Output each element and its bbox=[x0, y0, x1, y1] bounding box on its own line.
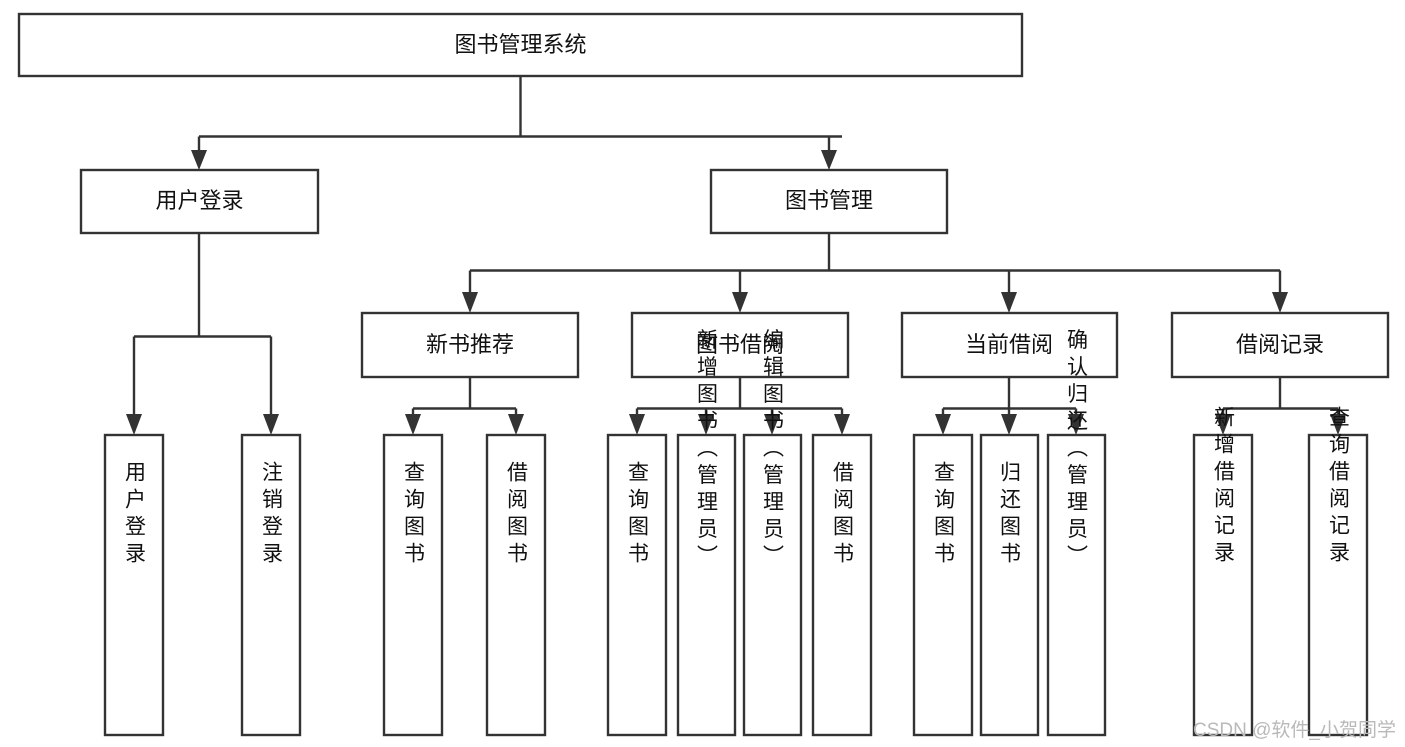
leaf-book-borrow-borrow-label: 借阅图书 bbox=[831, 461, 855, 569]
leaf-current-borrow-return-box[interactable] bbox=[979, 433, 1040, 737]
node-book-borrow-label: 图书借阅 bbox=[696, 332, 784, 357]
arrow-head-book-borrow bbox=[732, 292, 748, 313]
leaf-current-borrow-confirm-label: 确认归还（管理员） bbox=[1065, 329, 1089, 572]
arrow-head-current-borrow-leaf2 bbox=[1001, 414, 1017, 435]
arrow-head-current-borrow-leaf1 bbox=[935, 414, 951, 435]
leaf-book-borrow-edit-box[interactable] bbox=[742, 433, 803, 737]
leaf-user-login-logout-label: 注销登录 bbox=[260, 461, 284, 569]
leaf-borrow-record-query[interactable]: 查询借阅记录 bbox=[1307, 406, 1369, 737]
node-book-manage[interactable]: 图书管理 bbox=[709, 168, 949, 235]
node-borrow-record-label: 借阅记录 bbox=[1236, 332, 1324, 357]
node-new-book-recommend[interactable]: 新书推荐 bbox=[360, 311, 580, 379]
node-root-system-box[interactable] bbox=[17, 12, 1024, 78]
node-borrow-record[interactable]: 借阅记录 bbox=[1170, 311, 1390, 379]
arrow-head-user-login-leaf2 bbox=[263, 414, 279, 435]
arrow-head-book-borrow-leaf4 bbox=[834, 414, 850, 435]
arrow-head-new-book-leaf1 bbox=[405, 414, 421, 435]
leaf-current-borrow-return-label: 归还图书 bbox=[998, 461, 1022, 569]
leaf-book-borrow-query-box[interactable] bbox=[606, 433, 668, 737]
node-current-borrow-label: 当前借阅 bbox=[965, 332, 1053, 357]
arrow-head-current-borrow bbox=[1001, 292, 1017, 313]
leaf-current-borrow-return[interactable]: 归还图书 bbox=[979, 433, 1040, 737]
leaf-book-borrow-edit[interactable]: 编辑图书（管理员） bbox=[742, 329, 803, 737]
leaf-borrow-record-add[interactable]: 新增借阅记录 bbox=[1192, 406, 1254, 737]
leaf-current-borrow-query-label: 查询图书 bbox=[932, 461, 956, 569]
node-root-system[interactable]: 图书管理系统 bbox=[17, 12, 1024, 78]
arrow-head-borrow-record-leaf2 bbox=[1330, 414, 1346, 435]
leaf-new-book-query-label: 查询图书 bbox=[402, 461, 426, 569]
leaf-user-login-login-label: 用户登录 bbox=[123, 461, 147, 569]
leaf-current-borrow-query-box[interactable] bbox=[912, 433, 974, 737]
node-current-borrow-box[interactable] bbox=[900, 311, 1119, 379]
arrow-head-new-book-leaf2 bbox=[508, 414, 524, 435]
leaf-current-borrow-query[interactable]: 查询图书 bbox=[912, 433, 974, 737]
leaf-user-login-logout[interactable]: 注销登录 bbox=[240, 433, 302, 737]
leaf-new-book-borrow[interactable]: 借阅图书 bbox=[485, 433, 547, 737]
csdn-watermark: CSDN @软件_小贺同学 bbox=[1193, 719, 1396, 741]
node-user-login-box[interactable] bbox=[79, 168, 320, 235]
leaf-book-borrow-edit-label: 编辑图书（管理员） bbox=[761, 329, 785, 572]
leaf-book-borrow-add-box[interactable] bbox=[676, 433, 737, 737]
arrow-head-current-borrow-leaf3 bbox=[1068, 414, 1084, 435]
leaf-book-borrow-borrow[interactable]: 借阅图书 bbox=[811, 433, 873, 737]
leaf-new-book-borrow-box[interactable] bbox=[485, 433, 547, 737]
leaf-new-book-borrow-label: 借阅图书 bbox=[505, 461, 529, 569]
node-book-borrow[interactable]: 图书借阅 bbox=[630, 311, 850, 379]
leaf-current-borrow-confirm[interactable]: 确认归还（管理员） bbox=[1046, 329, 1107, 737]
leaf-book-borrow-query[interactable]: 查询图书 bbox=[606, 433, 668, 737]
leaf-book-borrow-borrow-box[interactable] bbox=[811, 433, 873, 737]
leaf-user-login-login[interactable]: 用户登录 bbox=[103, 433, 165, 737]
arrow-head-book-manage bbox=[821, 150, 837, 170]
node-borrow-record-box[interactable] bbox=[1170, 311, 1390, 379]
node-new-book-recommend-box[interactable] bbox=[360, 311, 580, 379]
arrow-head-book-borrow-leaf1 bbox=[629, 414, 645, 435]
arrow-head-book-borrow-leaf2 bbox=[698, 414, 714, 435]
leaf-book-borrow-add[interactable]: 新增图书（管理员） bbox=[676, 329, 737, 737]
leaf-borrow-record-add-label: 新增借阅记录 bbox=[1212, 406, 1236, 568]
node-book-manage-label: 图书管理 bbox=[785, 188, 873, 213]
node-new-book-recommend-label: 新书推荐 bbox=[426, 332, 514, 357]
leaf-new-book-query-box[interactable] bbox=[382, 433, 444, 737]
arrow-head-user-login bbox=[191, 150, 207, 170]
leaf-book-borrow-query-label: 查询图书 bbox=[626, 461, 650, 569]
node-user-login[interactable]: 用户登录 bbox=[79, 168, 320, 235]
arrow-head-new-book bbox=[462, 292, 478, 313]
leaf-borrow-record-query-label: 查询借阅记录 bbox=[1327, 406, 1351, 568]
leaf-current-borrow-confirm-box[interactable] bbox=[1046, 433, 1107, 737]
arrow-head-borrow-record bbox=[1272, 292, 1288, 313]
leaf-user-login-logout-box[interactable] bbox=[240, 433, 302, 737]
node-book-borrow-box[interactable] bbox=[630, 311, 850, 379]
node-user-login-label: 用户登录 bbox=[155, 188, 243, 213]
leaf-user-login-login-box[interactable] bbox=[103, 433, 165, 737]
node-root-system-label: 图书管理系统 bbox=[454, 32, 586, 57]
arrow-head-borrow-record-leaf1 bbox=[1215, 414, 1231, 435]
leaf-new-book-query[interactable]: 查询图书 bbox=[382, 433, 444, 737]
leaf-book-borrow-add-label: 新增图书（管理员） bbox=[695, 329, 719, 572]
node-book-manage-box[interactable] bbox=[709, 168, 949, 235]
arrow-head-book-borrow-leaf3 bbox=[764, 414, 780, 435]
leaf-borrow-record-query-box[interactable] bbox=[1307, 433, 1369, 737]
connectors-layer bbox=[126, 76, 1346, 435]
leaf-borrow-record-add-box[interactable] bbox=[1192, 433, 1254, 737]
arrow-head-user-login-leaf1 bbox=[126, 414, 142, 435]
node-current-borrow[interactable]: 当前借阅 bbox=[900, 311, 1119, 379]
